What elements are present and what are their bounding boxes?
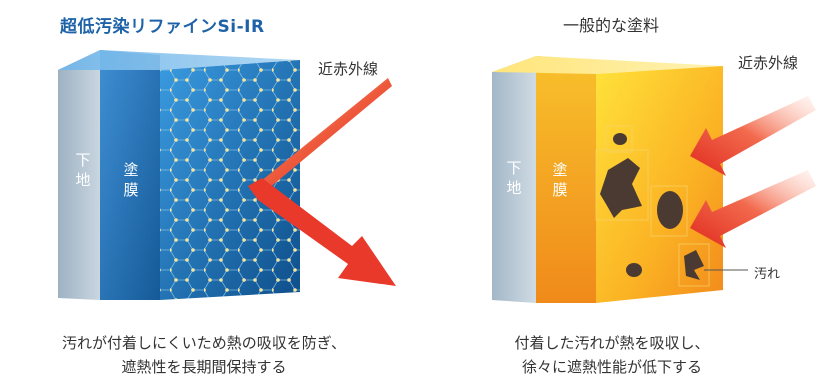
right-base-label: 下地 (506, 159, 522, 197)
left-top-face (58, 50, 300, 70)
left-coating-layer (100, 50, 160, 300)
dirt-label: 汚れ (754, 267, 781, 282)
right-caption-line1: 付着した汚れが熱を吸収し、 (514, 334, 710, 352)
right-illustration (492, 56, 816, 303)
dirt-particles (595, 125, 710, 287)
left-ir-incoming-arrow (250, 78, 392, 194)
right-coating-layer (536, 56, 596, 303)
left-caption: 汚れが付着しにくいため熱の吸収を防ぎ、 遮熱性を長期間保持する (0, 331, 408, 379)
right-base-layer (492, 56, 536, 303)
left-caption-line2: 遮熱性を長期間保持する (121, 358, 287, 376)
left-ir-label: 近赤外線 (318, 60, 379, 78)
left-ir-reflected-arrow (248, 178, 396, 286)
left-hex-network (160, 60, 300, 300)
right-panel: 一般的な塗料 近赤外線 下地 塗膜 汚れ 付着した汚れが熱を吸収し、 徐々に遮熱… (408, 0, 816, 383)
right-ir-arrow-upper (690, 96, 816, 176)
left-title: 超低汚染リファインSi-IR (60, 17, 265, 37)
left-panel: 超低汚染リファインSi-IR 近赤外線 下地 塗膜 汚れが付着しにくいため熱の吸… (0, 17, 408, 379)
left-base-layer (58, 50, 100, 300)
right-caption: 付着した汚れが熱を吸収し、 徐々に遮熱性能が低下する (408, 331, 816, 379)
right-ir-arrow-lower (690, 170, 816, 248)
left-illustration (58, 50, 396, 300)
right-title: 一般的な塗料 (563, 16, 660, 35)
right-top-face (492, 56, 723, 74)
left-coating-label: 塗膜 (123, 161, 139, 199)
left-base-label: 下地 (75, 151, 91, 189)
right-ir-label: 近赤外線 (738, 54, 799, 72)
right-caption-line2: 徐々に遮熱性能が低下する (521, 358, 702, 376)
right-coating-label: 塗膜 (552, 161, 568, 199)
left-caption-line1: 汚れが付着しにくいため熱の吸収を防ぎ、 (62, 334, 346, 352)
